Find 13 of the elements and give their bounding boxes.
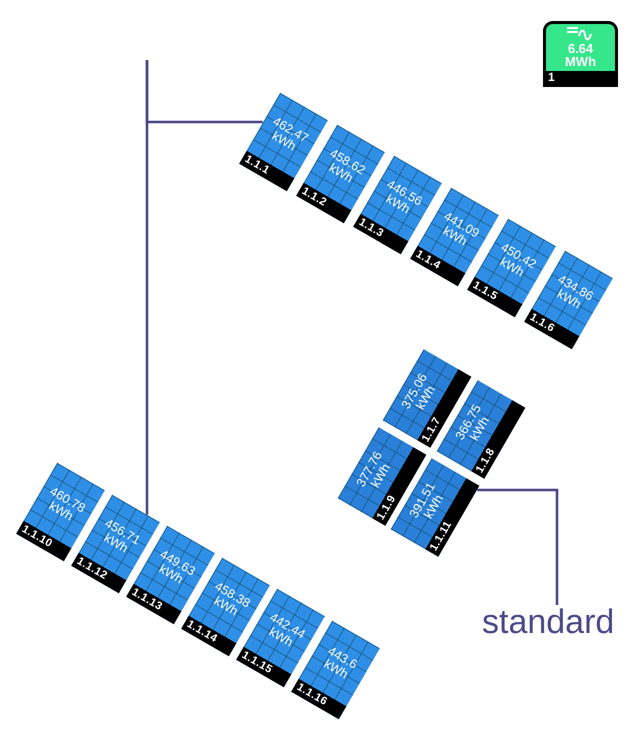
leader-line — [477, 488, 558, 605]
inverter-tile — [543, 21, 618, 87]
panel-id: 1.1.6 — [526, 310, 557, 336]
panel-id: 1.1.1 — [241, 152, 272, 178]
callout-label: standard — [482, 605, 614, 639]
panel-id: 1.1.2 — [298, 184, 329, 210]
energy-total: 6.64 MWh — [564, 42, 596, 68]
panel-id: 1.1.3 — [355, 215, 386, 242]
energy-value: 443.6 kWh — [320, 644, 359, 683]
inverter-id-label: 1 — [546, 71, 615, 84]
panel-id: 1.1.4 — [412, 247, 443, 274]
panel-id: 1.1.5 — [469, 278, 500, 305]
leader-line — [146, 60, 148, 515]
